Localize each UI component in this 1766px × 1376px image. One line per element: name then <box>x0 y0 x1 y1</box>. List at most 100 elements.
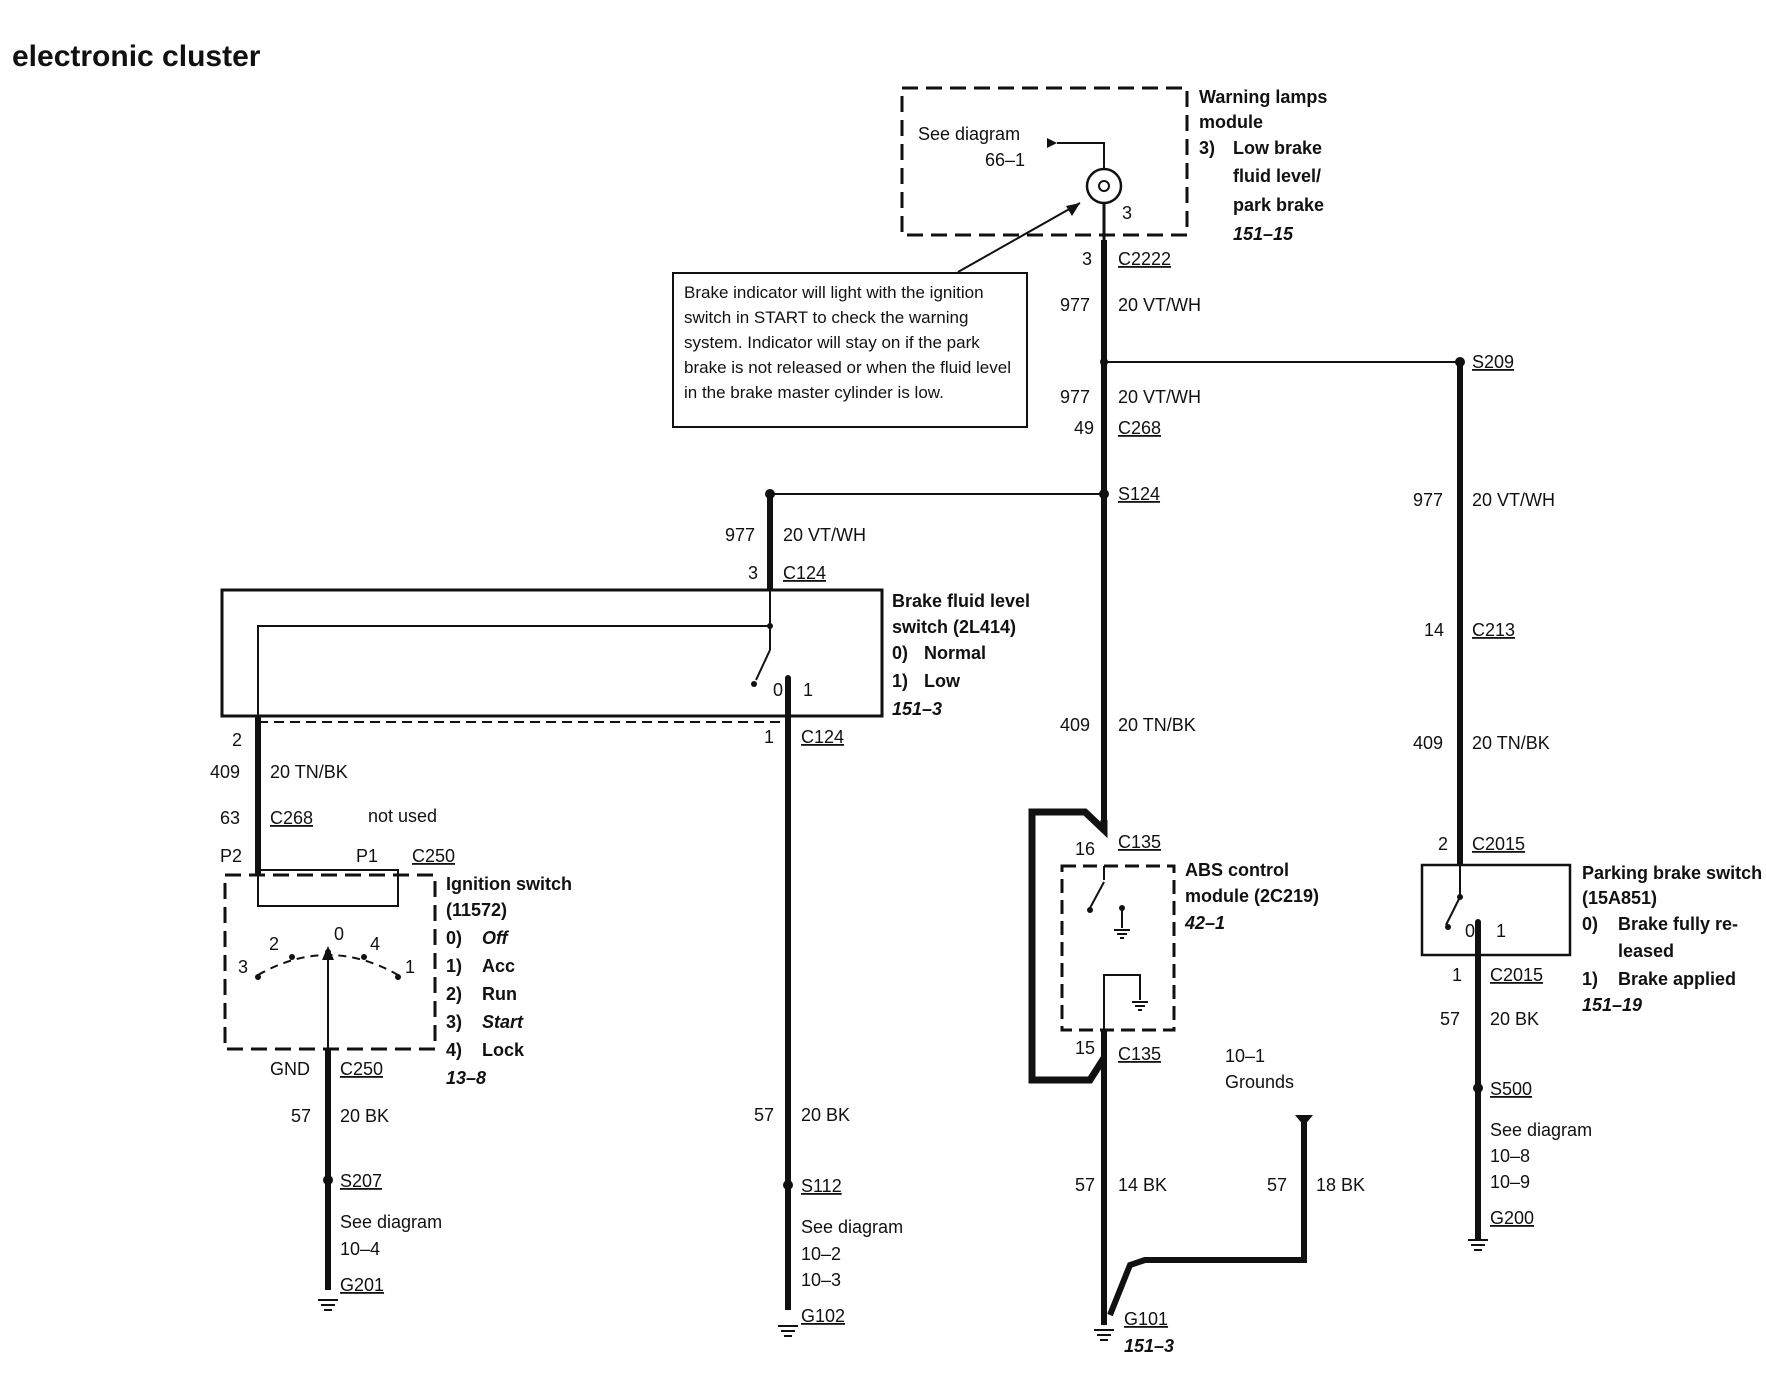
ign-opt4-num: 4) <box>446 1040 462 1060</box>
ground-icon <box>1094 1329 1114 1341</box>
ign-opt1-num: 1) <box>446 956 462 976</box>
c135-top-pin: 16 <box>1075 839 1095 859</box>
g201-label: G201 <box>340 1275 384 1295</box>
s112-ref1: 10–2 <box>801 1244 841 1264</box>
s207-label: S207 <box>340 1171 382 1191</box>
w977-d-num: 977 <box>1413 490 1443 510</box>
c2015-bot-pin: 1 <box>1452 965 1462 985</box>
w977-b-num: 977 <box>1060 387 1090 407</box>
brake-indicator-note: Brake indicator will light with the igni… <box>672 272 1028 428</box>
w409-left-spec: 20 TN/BK <box>270 762 348 782</box>
g101-ref: 151–3 <box>1124 1336 1174 1356</box>
c135-top-label: C135 <box>1118 832 1161 852</box>
c2222-pin: 3 <box>1082 249 1092 269</box>
w977-a-spec: 20 VT/WH <box>1118 295 1201 315</box>
c268-left-label: C268 <box>270 808 313 828</box>
c124-bot-pin-left: 2 <box>232 730 242 750</box>
w57-b-num: 57 <box>754 1105 774 1125</box>
s207-ref: 10–4 <box>340 1239 380 1259</box>
p1-label: P1 <box>356 846 378 866</box>
fluid-opt0: Normal <box>924 643 986 663</box>
not-used-label: not used <box>368 806 437 826</box>
c2015-bot-label: C2015 <box>1490 965 1543 985</box>
warning-item-l3: park brake <box>1233 195 1324 215</box>
c124-bot-label: C124 <box>801 727 844 747</box>
abs-module-ref: 42–1 <box>1184 913 1225 933</box>
warning-item-num: 3) <box>1199 138 1215 158</box>
s500-label: S500 <box>1490 1079 1532 1099</box>
w57-d-spec: 18 BK <box>1316 1175 1365 1195</box>
s112-label: S112 <box>801 1176 842 1196</box>
warning-module-name: Warning lamps <box>1199 87 1327 107</box>
parking-switch-blade <box>1445 896 1461 926</box>
c2222-label: C2222 <box>1118 249 1171 269</box>
ign-contact-dot <box>361 954 367 960</box>
w409-mid-spec: 20 TN/BK <box>1118 715 1196 735</box>
w57-c-spec: 14 BK <box>1118 1175 1167 1195</box>
ign-opt2: Run <box>482 984 517 1004</box>
w409-mid-num: 409 <box>1060 715 1090 735</box>
s207-dot <box>323 1175 333 1185</box>
w977-c-spec: 20 VT/WH <box>783 525 866 545</box>
c135-bot-label: C135 <box>1118 1044 1161 1064</box>
fluid-switch-ref: 151–3 <box>892 699 942 719</box>
ign-pos-1: 1 <box>405 957 415 977</box>
switch-contact-dot <box>1087 907 1093 913</box>
warning-lamp-pin: 3 <box>1122 203 1132 223</box>
ign-opt1: Acc <box>482 956 515 976</box>
abs-internal-wire <box>1103 974 1141 1030</box>
c268-top-label: C268 <box>1118 418 1161 438</box>
w57-a-spec: 20 BK <box>340 1106 389 1126</box>
warning-module-ref: 151–15 <box>1233 224 1294 244</box>
w409-left-num: 409 <box>210 762 240 782</box>
fluid-pos0: 0 <box>773 680 783 700</box>
brake-fluid-switch-box <box>220 588 884 718</box>
w977-c-num: 977 <box>725 525 755 545</box>
fluid-switch-bypass-wire <box>257 590 771 880</box>
s500-see: See diagram <box>1490 1120 1592 1140</box>
ign-opt0-num: 0) <box>446 928 462 948</box>
ground-icon <box>318 1299 338 1311</box>
s207-see: See diagram <box>340 1212 442 1232</box>
grounds-ref: 10–1 <box>1225 1046 1265 1066</box>
warning-module-name-2: module <box>1199 112 1263 132</box>
w409-right-spec: 20 TN/BK <box>1472 733 1550 753</box>
warning-item-l1: Low brake <box>1233 138 1322 158</box>
parking-switch-name: Parking brake switch <box>1582 863 1762 883</box>
grounds-label: Grounds <box>1225 1072 1294 1092</box>
warning-see-ref: 66–1 <box>985 150 1025 170</box>
c268-left-pin: 63 <box>220 808 240 828</box>
ignition-options: 0) Off 1) Acc 2) Run 3) Start 4) Lock <box>446 928 525 1060</box>
ign-contact-dot <box>255 974 261 980</box>
warning-item-l2: fluid level/ <box>1233 166 1321 186</box>
parking-switch-ref: 151–19 <box>1582 995 1642 1015</box>
note-pointer-arrow-icon <box>1066 203 1080 216</box>
warning-lamps-module-box <box>900 86 1189 237</box>
s500-ref2: 10–9 <box>1490 1172 1530 1192</box>
w57-a-num: 57 <box>291 1106 311 1126</box>
ign-opt3-num: 3) <box>446 1012 462 1032</box>
lamp-lead-wire <box>1057 142 1105 170</box>
switch-pivot-dot <box>1457 894 1463 900</box>
ignition-p1-loop <box>257 869 399 907</box>
gnd-label: GND <box>270 1059 310 1079</box>
parking-switch-name-2: (15A851) <box>1582 888 1657 908</box>
p2-label: P2 <box>220 846 242 866</box>
ign-arrow-icon <box>322 946 334 960</box>
c213-pin: 14 <box>1424 620 1444 640</box>
c2015-top-label: C2015 <box>1472 834 1525 854</box>
fluid-pos1: 1 <box>803 680 813 700</box>
wire-57-18bk <box>1107 1120 1307 1317</box>
g200-label: G200 <box>1490 1208 1534 1228</box>
parking-opt1: Brake applied <box>1618 969 1736 989</box>
w57-c-num: 57 <box>1075 1175 1095 1195</box>
parking-pos1: 1 <box>1496 921 1506 941</box>
c250-bot-label: C250 <box>340 1059 383 1079</box>
ign-opt4: Lock <box>482 1040 525 1060</box>
page-title: electronic cluster <box>12 40 261 73</box>
fluid-switch-blade <box>755 649 771 681</box>
g101-label: G101 <box>1124 1309 1168 1329</box>
s112-dot <box>783 1180 793 1190</box>
s124-label: S124 <box>1118 484 1160 504</box>
